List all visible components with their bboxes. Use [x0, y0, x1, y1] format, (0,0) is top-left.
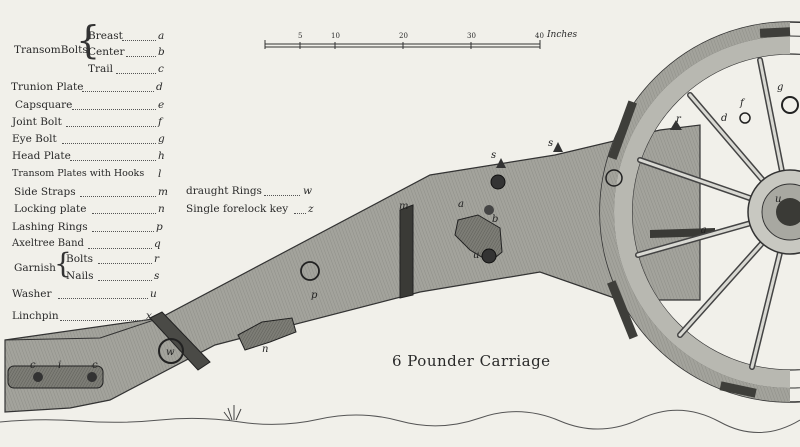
legend-letter-l: l [158, 168, 162, 180]
leader [70, 160, 156, 161]
legend-trunion-plate: Trunion Plate [11, 81, 84, 93]
leader [66, 126, 156, 127]
letter-s-2: s [548, 138, 553, 149]
letter-w: w [166, 347, 175, 358]
leader [72, 109, 156, 110]
grass-tuft [223, 405, 242, 421]
legend-lashing-rings: Lashing Rings [12, 221, 88, 233]
legend-nails: Nails [66, 270, 94, 282]
plate-title: 6 Pounder Carriage [392, 352, 551, 370]
letter-f: f [739, 98, 746, 109]
scale-bar [264, 40, 541, 49]
legend-locking-plate: Locking plate [14, 203, 87, 215]
ground [0, 409, 800, 433]
leader [92, 231, 154, 232]
letter-s-1: s [491, 150, 496, 161]
legend-joint-bolt: Joint Bolt [12, 116, 62, 128]
leader [80, 196, 156, 197]
legend-letter-w: w [303, 185, 312, 197]
legend-letter-z: z [308, 203, 314, 215]
legend-bolts: Bolts [66, 253, 94, 265]
letter-c-2: c [92, 360, 98, 371]
wheel: u [599, 21, 800, 403]
legend-letter-u: u [150, 288, 157, 300]
legend-garnish: Garnish [14, 262, 56, 274]
scale-tick-20: 20 [399, 32, 408, 40]
scale-tick-40: 40 [535, 32, 544, 40]
lashing-ring-p [300, 261, 320, 281]
letter-c-1: c [30, 360, 36, 371]
legend-capsquare: Capsquare [15, 99, 73, 111]
legend-breast: Breast [88, 30, 123, 42]
legend-washer: Washer [12, 288, 52, 300]
legend-center: Center [88, 46, 125, 58]
legend-transom-plates: Transom Plates with Hooks [12, 168, 145, 179]
locking-plate [237, 317, 297, 351]
legend-side-straps: Side Straps [14, 186, 76, 198]
leader [116, 73, 156, 74]
legend-draught-rings: draught Rings [186, 185, 262, 197]
letter-i: i [58, 360, 61, 371]
leader [126, 56, 156, 57]
legend-transom-bolts: TransomBolts [14, 44, 88, 56]
brace-transom: { [76, 18, 101, 62]
legend-letter-c: c [158, 63, 164, 75]
leader [98, 280, 152, 281]
legend-letter-h: h [158, 150, 165, 162]
legend-letter-a: a [158, 30, 165, 42]
letter-u-1: u [473, 250, 479, 261]
legend-letter-s: s [154, 270, 160, 282]
scale-tick-10: 10 [331, 32, 340, 40]
letter-g: g [777, 82, 783, 93]
trail-end [4, 317, 161, 341]
leader [60, 320, 144, 321]
legend-letter-d: d [156, 81, 163, 93]
brace-garnish: { [54, 247, 72, 280]
leader [122, 40, 156, 41]
legend-letter-q: q [154, 238, 161, 250]
leader [98, 263, 152, 264]
scale-unit-label: Inches [547, 30, 578, 40]
leader [294, 213, 306, 214]
letter-m: m [399, 201, 408, 212]
leader [88, 248, 152, 249]
legend-letter-p: p [156, 221, 163, 233]
letter-r: r [676, 114, 682, 125]
leader [58, 298, 148, 299]
letter-a: a [458, 199, 464, 210]
trail-plate [7, 365, 104, 389]
letter-q: q [700, 225, 706, 236]
scale-tick-30: 30 [467, 32, 476, 40]
legend-letter-f: f [158, 116, 162, 128]
letter-p: p [311, 290, 318, 301]
legend-letter-g: g [158, 133, 165, 145]
legend-letter-x: x [146, 310, 152, 322]
legend-trail: Trail [88, 63, 113, 75]
legend-head-plate: Head Plate [12, 150, 71, 162]
legend-letter-e: e [158, 99, 165, 111]
letter-d: d [721, 113, 727, 124]
draught-ring-w [158, 338, 184, 364]
scale-tick-5: 5 [298, 32, 303, 40]
letter-u-2: u [775, 194, 781, 205]
leader [82, 91, 154, 92]
legend-axeltree-band: Axeltree Band [12, 238, 84, 249]
leader [92, 213, 156, 214]
legend-single-forelock-key: Single forelock key [186, 203, 289, 215]
legend-letter-r: r [154, 253, 160, 265]
legend-letter-n: n [158, 203, 165, 215]
leader [264, 195, 300, 196]
letter-b: b [492, 214, 498, 225]
nails-s [496, 142, 563, 168]
legend-letter-m: m [158, 186, 168, 198]
letter-n: n [262, 344, 268, 355]
legend-letter-b: b [158, 46, 165, 58]
legend-linchpin: Linchpin [12, 310, 59, 322]
side-strap-m [399, 204, 414, 299]
legend-eye-bolt: Eye Bolt [12, 133, 57, 145]
leader [62, 143, 156, 144]
